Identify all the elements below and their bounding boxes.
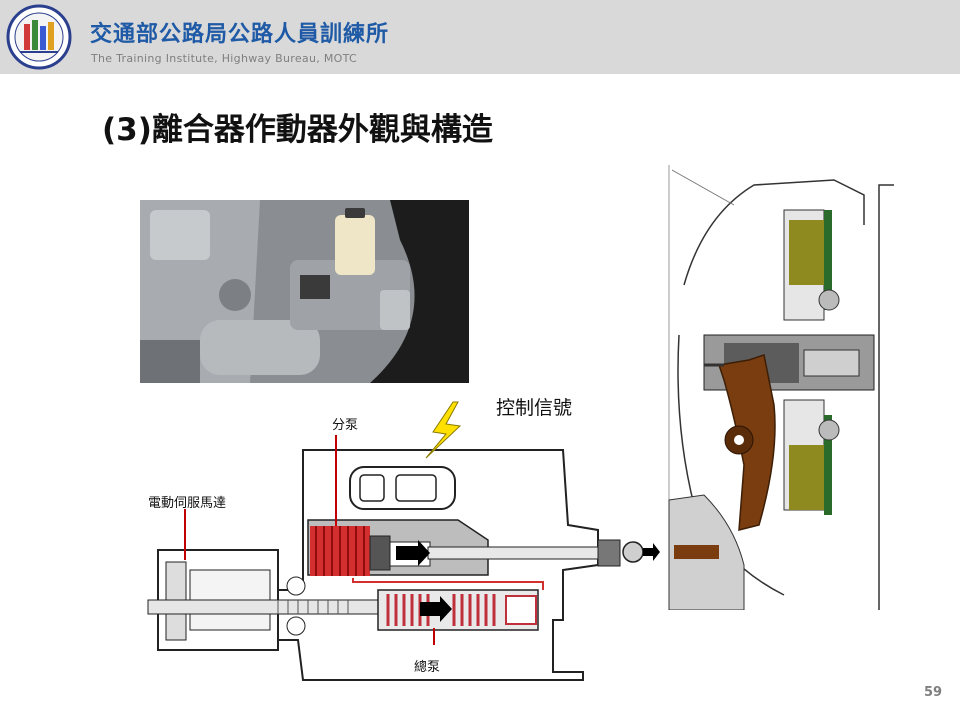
actuator-cross-section-diagram [147, 401, 660, 681]
slide-title: (3)離合器作動器外觀與構造 [102, 112, 493, 148]
label-slave-cylinder: 分泵 [332, 418, 359, 433]
label-servo-motor: 電動伺服馬達 [148, 496, 227, 511]
actuator-photo [140, 200, 469, 383]
header-band: 交通部公路局公路人員訓練所 The Training Institute, Hi… [0, 0, 960, 74]
clutch-cross-section-diagram [664, 165, 894, 610]
label-master-cylinder: 總泵 [414, 660, 441, 675]
institute-logo-icon [6, 4, 72, 70]
org-name: 交通部公路局公路人員訓練所 [90, 22, 390, 47]
org-subtitle: The Training Institute, Highway Bureau, … [91, 52, 357, 65]
page-number: 59 [924, 685, 943, 700]
label-control-signal: 控制信號 [496, 397, 573, 419]
